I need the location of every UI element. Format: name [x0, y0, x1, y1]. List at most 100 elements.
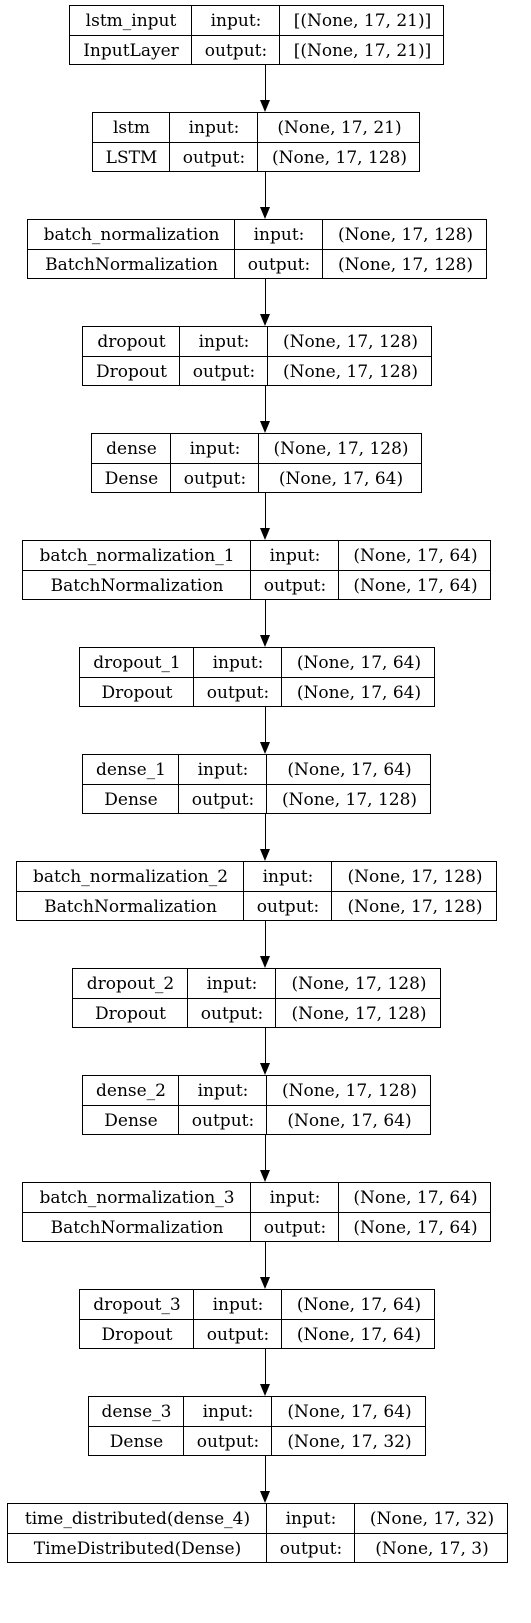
input-shape: (None, 17, 64)	[353, 1188, 478, 1208]
layer-name: dropout_1	[93, 653, 181, 673]
arrow-down-icon	[260, 635, 270, 647]
output-label: output:	[204, 41, 268, 61]
layer-type: Dropout	[96, 362, 167, 382]
layer-type: Dense	[104, 790, 158, 810]
input-label: input:	[212, 1295, 264, 1315]
flow-arrow-line	[265, 65, 266, 101]
column-divider	[267, 327, 268, 385]
layer-name: dense_2	[96, 1081, 166, 1101]
layer-type: BatchNormalization	[45, 255, 218, 275]
input-label: input:	[188, 118, 240, 138]
column-divider	[281, 648, 282, 706]
output-label: output:	[263, 576, 327, 596]
layer-name: dropout_2	[86, 974, 175, 994]
layer-name: dense_3	[101, 1402, 172, 1422]
row-divider	[92, 463, 421, 464]
column-divider	[322, 220, 323, 278]
input-shape: (None, 17, 128)	[281, 1081, 418, 1101]
layer-name: batch_normalization_3	[39, 1188, 235, 1208]
input-shape: (None, 17, 64)	[353, 546, 478, 566]
output-shape: (None, 17, 64)	[287, 1111, 412, 1131]
output-shape: [(None, 17, 21)]	[293, 41, 432, 61]
input-shape: (None, 17, 128)	[291, 974, 427, 994]
column-divider	[179, 327, 180, 385]
arrow-down-icon	[260, 1277, 270, 1289]
output-shape: (None, 17, 32)	[287, 1432, 412, 1452]
flow-arrow-line	[265, 921, 266, 957]
flow-arrow-line	[265, 814, 266, 850]
column-divider	[338, 1183, 339, 1241]
row-divider	[28, 249, 486, 250]
layer-type: BatchNormalization	[50, 1218, 224, 1238]
output-shape: (None, 17, 64)	[296, 1325, 422, 1345]
input-shape: (None, 17, 32)	[369, 1509, 495, 1529]
column-divider	[271, 1397, 272, 1455]
column-divider	[178, 755, 179, 813]
arrow-down-icon	[260, 100, 270, 112]
flow-arrow-line	[265, 707, 266, 743]
output-label: output:	[263, 1218, 327, 1238]
input-shape: (None, 17, 128)	[347, 867, 483, 887]
row-divider	[70, 35, 443, 36]
arrow-down-icon	[260, 528, 270, 540]
layer-name: lstm_input	[85, 11, 177, 31]
input-label: input:	[210, 11, 262, 31]
output-label: output:	[247, 255, 311, 275]
column-divider	[279, 6, 280, 64]
flow-arrow-line	[265, 172, 266, 208]
input-label: input:	[269, 546, 321, 566]
output-shape: (None, 17, 64)	[296, 683, 422, 703]
column-divider	[170, 434, 171, 492]
arrow-down-icon	[260, 742, 270, 754]
column-divider	[178, 1076, 179, 1134]
input-label: input:	[285, 1509, 337, 1529]
row-divider	[80, 677, 434, 678]
layer-name: batch_normalization_2	[32, 867, 229, 887]
input-label: input:	[202, 1402, 254, 1422]
arrow-down-icon	[260, 314, 270, 326]
output-shape: (None, 17, 128)	[282, 362, 419, 382]
output-shape: (None, 17, 64)	[278, 469, 404, 489]
column-divider	[250, 541, 251, 599]
input-shape: (None, 17, 21)	[277, 118, 402, 138]
column-divider	[243, 862, 244, 920]
layer-type: BatchNormalization	[50, 576, 224, 596]
row-divider	[93, 142, 419, 143]
column-divider	[193, 1290, 194, 1348]
column-divider	[183, 1397, 184, 1455]
input-shape: (None, 17, 128)	[273, 439, 409, 459]
column-divider	[250, 1183, 251, 1241]
layer-type: Dropout	[95, 1004, 166, 1024]
input-label: input:	[197, 1081, 249, 1101]
input-label: input:	[206, 974, 258, 994]
output-label: output:	[182, 148, 246, 168]
row-divider	[17, 891, 496, 892]
output-label: output:	[279, 1539, 343, 1559]
layer-name: batch_normalization_1	[39, 546, 235, 566]
arrow-down-icon	[260, 1063, 270, 1075]
arrow-down-icon	[260, 207, 270, 219]
output-label: output:	[206, 1325, 270, 1345]
input-shape: (None, 17, 64)	[287, 1402, 412, 1422]
output-label: output:	[183, 469, 247, 489]
column-divider	[281, 1290, 282, 1348]
input-shape: (None, 17, 64)	[296, 1295, 422, 1315]
column-divider	[187, 969, 188, 1027]
arrow-down-icon	[260, 956, 270, 968]
layer-name: lstm	[112, 118, 151, 138]
layer-type: TimeDistributed(Dense)	[33, 1539, 242, 1559]
output-shape: (None, 17, 128)	[271, 148, 408, 168]
row-divider	[80, 1319, 434, 1320]
row-divider	[83, 1105, 430, 1106]
output-shape: (None, 17, 3)	[375, 1539, 489, 1559]
input-label: input:	[198, 332, 250, 352]
layer-name: batch_normalization	[43, 225, 220, 245]
row-divider	[83, 784, 430, 785]
